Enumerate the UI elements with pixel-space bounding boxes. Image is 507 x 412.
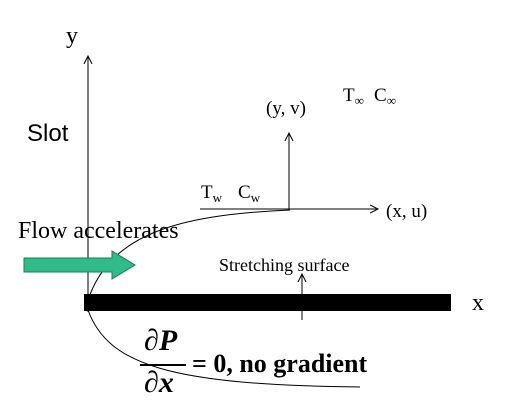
equation-text: = 0, no gradient [192, 349, 368, 378]
c-inf-label: C∞ [374, 85, 396, 108]
x-axis-label: x [472, 290, 484, 316]
fraction-denominator: ∂x [144, 366, 174, 399]
slot-label: Slot [27, 120, 69, 147]
lower-curve [87, 309, 361, 388]
fraction-numerator: ∂P [144, 324, 178, 357]
xu-label: (x, u) [386, 201, 428, 222]
fraction-bar [140, 364, 186, 366]
y-axis-label: y [66, 23, 78, 49]
flow-label: Flow accelerates [18, 218, 179, 244]
yv-label: (y, v) [266, 98, 306, 119]
stretching-plate [84, 294, 451, 311]
stretching-label: Stretching surface [219, 255, 350, 275]
flow-arrow [23, 250, 136, 280]
cw-label: Cw [238, 182, 261, 205]
tw-label: Tw [201, 182, 222, 205]
t-inf-label: T∞ [343, 85, 364, 108]
pressure-gradient-fraction: ∂P ∂x [140, 326, 188, 404]
boundary-layer-curve [87, 209, 291, 301]
